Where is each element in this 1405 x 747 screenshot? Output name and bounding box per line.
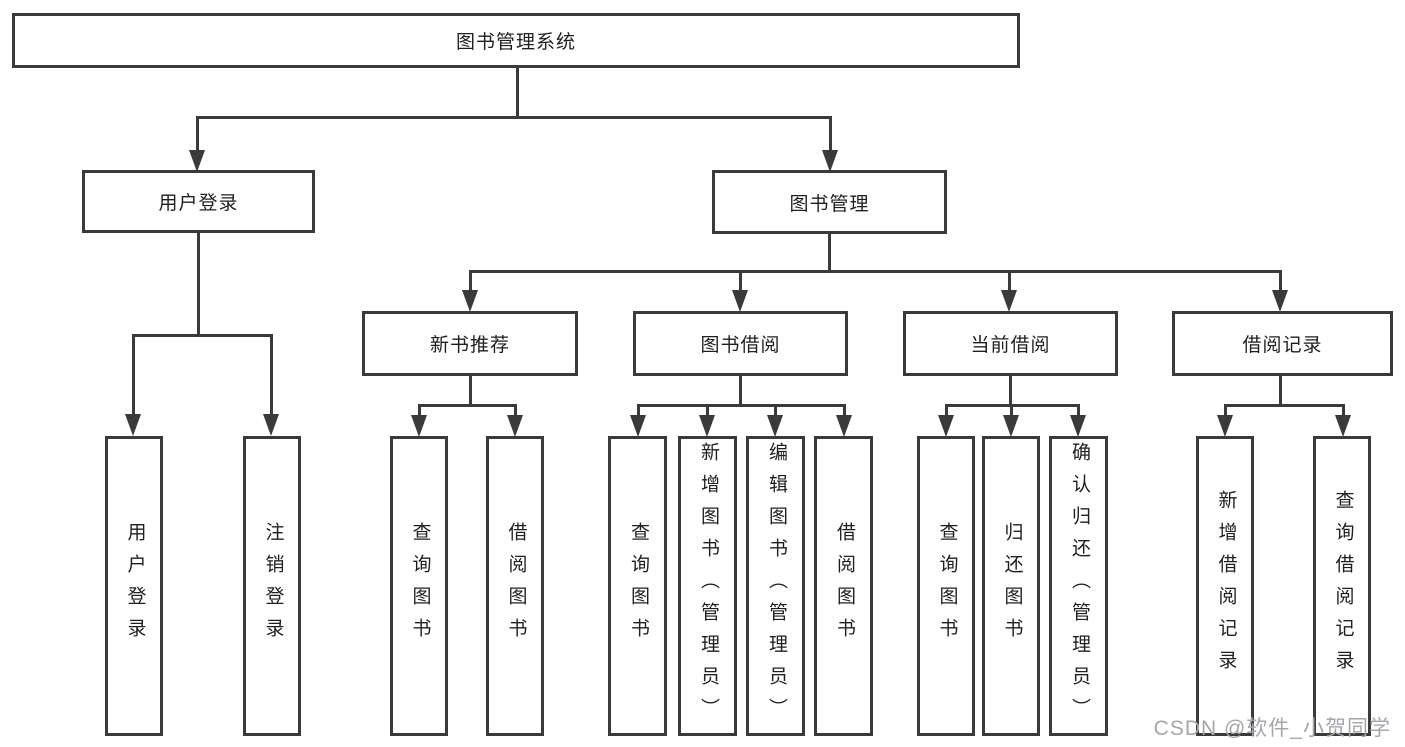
connector-line — [131, 334, 273, 337]
leaf-add-book-admin: 新增图书（管理员） — [678, 436, 737, 736]
connector-line — [269, 336, 273, 416]
leaf-borrow-books-recommend-label: 借阅图书 — [505, 522, 527, 650]
leaf-edit-book-admin: 编辑图书（管理员） — [746, 436, 805, 736]
connector-line — [828, 118, 832, 152]
connector-line — [944, 406, 948, 418]
connector-arrowhead — [1001, 290, 1017, 312]
connector-line — [195, 116, 832, 119]
connector-line — [828, 234, 831, 272]
node-current-borrow: 当前借阅 — [903, 311, 1118, 376]
connector-line — [636, 406, 640, 418]
connector-line — [196, 233, 200, 336]
node-user-login: 用户登录 — [82, 170, 315, 233]
leaf-return-book-label: 归还图书 — [1001, 522, 1023, 650]
connector-line — [468, 270, 1282, 273]
connector-arrowhead — [1272, 290, 1288, 312]
connector-arrowhead — [938, 415, 954, 437]
connector-line — [944, 404, 1080, 407]
connector-line — [1341, 406, 1345, 418]
connector-arrowhead — [263, 414, 279, 436]
leaf-user-login: 用户登录 — [105, 436, 163, 736]
leaf-query-books-recommend: 查询图书 — [390, 436, 448, 736]
connector-line — [1223, 406, 1227, 418]
connector-line — [468, 272, 472, 292]
leaf-query-books-current: 查询图书 — [917, 436, 975, 736]
connector-line — [1278, 376, 1282, 406]
connector-line — [195, 118, 199, 152]
leaf-borrow-books: 借阅图书 — [814, 436, 873, 736]
connector-arrowhead — [699, 415, 715, 437]
node-root-label: 图书管理系统 — [455, 32, 576, 53]
leaf-borrow-books-label: 借阅图书 — [833, 522, 855, 650]
leaf-add-borrow-record: 新增借阅记录 — [1196, 436, 1254, 736]
connector-line — [417, 404, 517, 407]
node-new-book-recommend-label: 新书推荐 — [429, 335, 510, 356]
node-current-borrow-label: 当前借阅 — [970, 335, 1051, 356]
connector-line — [1007, 272, 1011, 292]
node-borrow-records-label: 借阅记录 — [1242, 335, 1323, 356]
connector-line — [131, 336, 135, 416]
node-book-management-label: 图书管理 — [789, 193, 870, 215]
connector-line — [1008, 376, 1012, 406]
connector-arrowhead — [822, 150, 838, 172]
leaf-query-borrow-record: 查询借阅记录 — [1313, 436, 1371, 736]
connector-line — [842, 406, 846, 418]
connector-line — [1223, 404, 1345, 407]
connector-arrowhead — [836, 415, 852, 437]
connector-arrowhead — [125, 414, 141, 436]
connector-arrowhead — [732, 290, 748, 312]
connector-arrowhead — [189, 150, 205, 172]
node-new-book-recommend: 新书推荐 — [362, 311, 578, 376]
leaf-query-books-borrow-label: 查询图书 — [627, 522, 649, 650]
csdn-watermark: CSDN @软件_小贺同学 — [1153, 717, 1391, 740]
connector-arrowhead — [411, 415, 427, 437]
leaf-query-books-current-label: 查询图书 — [936, 522, 958, 650]
leaf-user-login-label: 用户登录 — [124, 522, 146, 650]
node-book-borrow: 图书借阅 — [633, 311, 848, 376]
connector-line — [417, 406, 421, 418]
leaf-logout-label: 注销登录 — [262, 522, 284, 650]
leaf-query-borrow-record-label: 查询借阅记录 — [1332, 490, 1354, 682]
connector-line — [468, 376, 472, 406]
leaf-return-book: 归还图书 — [982, 436, 1040, 736]
connector-arrowhead — [767, 415, 783, 437]
connector-arrowhead — [1335, 415, 1351, 437]
connector-arrowhead — [1003, 415, 1019, 437]
node-user-login-label: 用户登录 — [158, 193, 239, 214]
connector-line — [738, 376, 742, 406]
leaf-query-books-recommend-label: 查询图书 — [409, 522, 431, 650]
leaf-confirm-return-admin: 确认归还（管理员） — [1049, 436, 1108, 736]
connector-line — [773, 406, 777, 418]
connector-line — [1076, 406, 1080, 418]
connector-arrowhead — [462, 290, 478, 312]
leaf-query-books-borrow: 查询图书 — [608, 436, 667, 736]
leaf-edit-book-admin-label: 编辑图书（管理员） — [765, 442, 787, 730]
connector-arrowhead — [507, 415, 523, 437]
node-book-management: 图书管理 — [712, 170, 947, 234]
leaf-add-borrow-record-label: 新增借阅记录 — [1215, 490, 1237, 682]
node-root: 图书管理系统 — [12, 13, 1020, 68]
node-book-borrow-label: 图书借阅 — [700, 335, 781, 356]
connector-line — [1278, 272, 1282, 292]
connector-line — [1009, 406, 1013, 418]
node-borrow-records: 借阅记录 — [1172, 311, 1393, 376]
leaf-borrow-books-recommend: 借阅图书 — [486, 436, 544, 736]
connector-line — [705, 406, 709, 418]
connector-line — [738, 272, 742, 292]
connector-arrowhead — [1070, 415, 1086, 437]
leaf-logout: 注销登录 — [243, 436, 301, 736]
leaf-add-book-admin-label: 新增图书（管理员） — [697, 442, 719, 730]
connector-arrowhead — [1217, 415, 1233, 437]
connector-line — [513, 406, 517, 418]
connector-line — [515, 68, 519, 118]
connector-line — [636, 404, 846, 407]
connector-arrowhead — [630, 415, 646, 437]
leaf-confirm-return-admin-label: 确认归还（管理员） — [1068, 442, 1090, 730]
